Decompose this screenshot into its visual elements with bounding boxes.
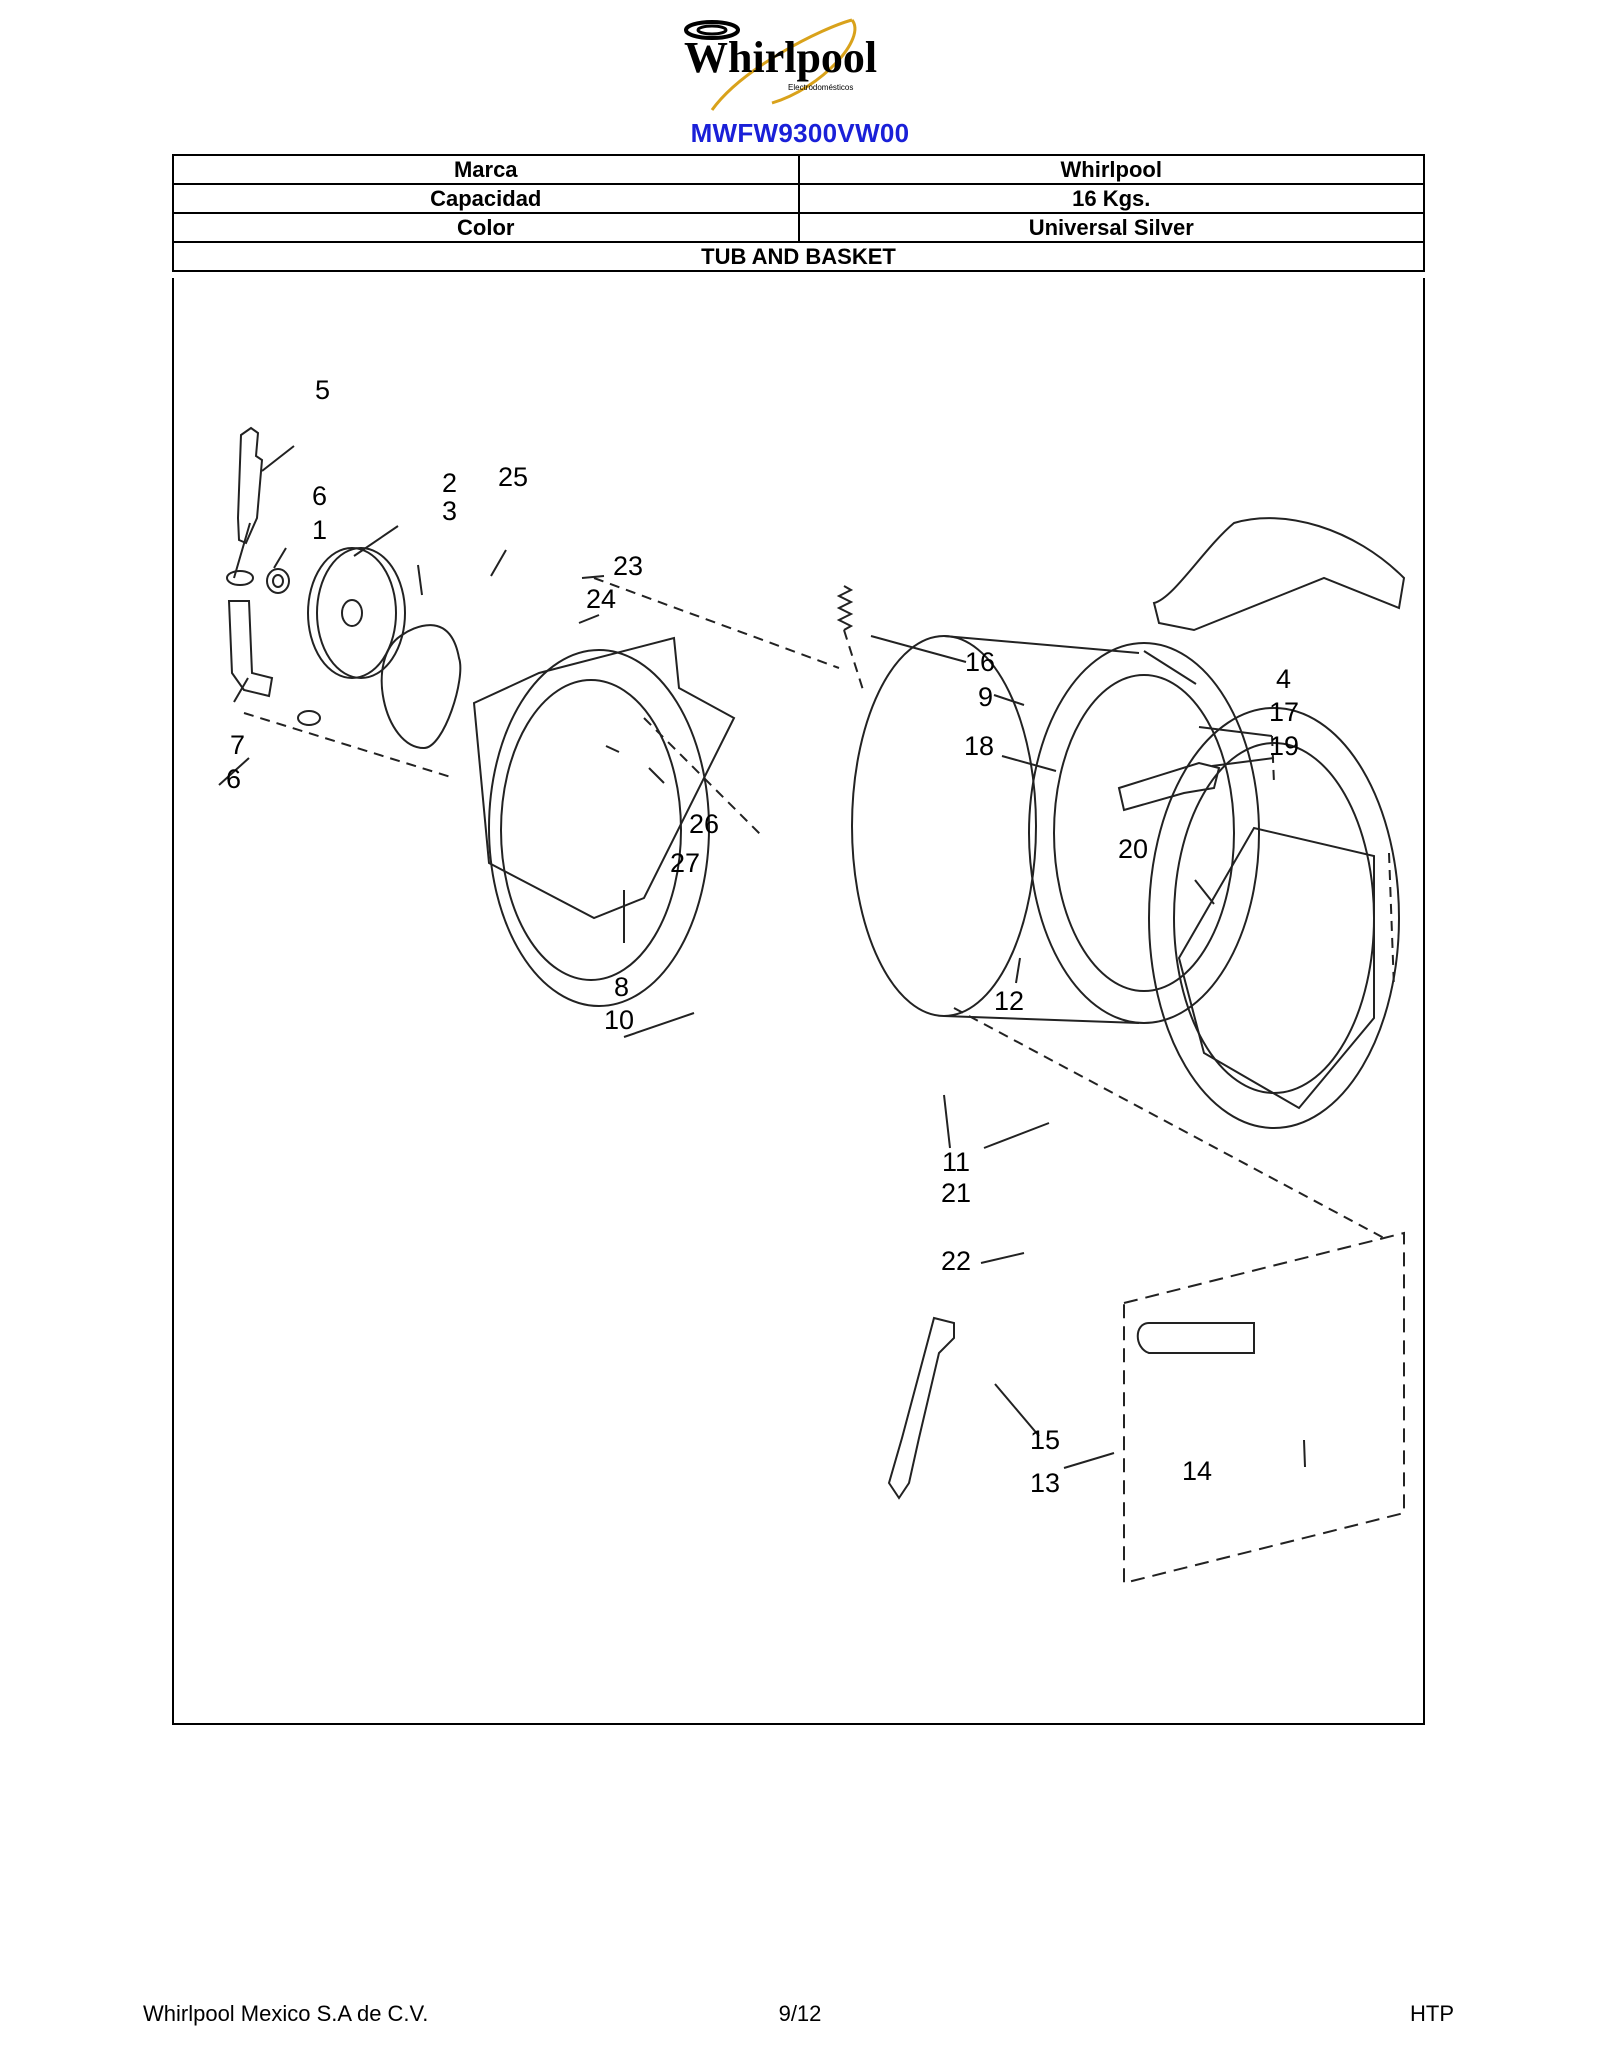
callout-12: 12 (994, 986, 1024, 1016)
callout-25: 25 (498, 462, 528, 492)
spec-value: Universal Silver (797, 212, 1425, 243)
callout-10: 10 (604, 1005, 634, 1035)
table-row: Capacidad 16 Kgs. (172, 183, 1425, 214)
spec-value: 16 Kgs. (797, 183, 1425, 214)
callout-19: 19 (1269, 731, 1299, 761)
callout-3: 3 (442, 496, 457, 526)
whirlpool-logo: Whirlpool Electrodomésticos (684, 18, 877, 111)
page-number: 9/12 (778, 2001, 822, 2026)
svg-text:Whirlpool: Whirlpool (684, 33, 877, 82)
callout-2: 2 (442, 468, 457, 498)
callout-labels: 5 6 1 2 3 25 23 24 16 9 18 4 17 19 7 6 2… (226, 375, 1299, 1498)
callout-5: 5 (315, 375, 330, 405)
table-row: Marca Whirlpool (172, 154, 1425, 185)
callout-27: 27 (670, 848, 700, 878)
callout-14: 14 (1182, 1456, 1212, 1486)
spec-table: Marca Whirlpool Capacidad 16 Kgs. Color … (172, 154, 1425, 272)
callout-4: 4 (1276, 664, 1291, 694)
callout-13: 13 (1030, 1468, 1060, 1498)
callout-26: 26 (689, 809, 719, 839)
callout-23: 23 (613, 551, 643, 581)
callout-7: 7 (230, 730, 245, 760)
table-row: Color Universal Silver (172, 212, 1425, 243)
svg-text:Electrodomésticos: Electrodomésticos (788, 83, 853, 92)
callout-6b: 6 (226, 764, 241, 794)
callout-1: 1 (312, 515, 327, 545)
callout-21: 21 (941, 1178, 971, 1208)
callout-16: 16 (965, 647, 995, 677)
callout-6: 6 (312, 481, 327, 511)
diagram-drawing: 5 6 1 2 3 25 23 24 16 9 18 4 17 19 7 6 2… (218, 375, 1406, 1585)
callout-15: 15 (1030, 1425, 1060, 1455)
section-title: TUB AND BASKET (172, 241, 1425, 272)
spec-label: Capacidad (172, 183, 800, 214)
callout-11: 11 (942, 1147, 970, 1177)
exploded-parts-diagram: 5 6 1 2 3 25 23 24 16 9 18 4 17 19 7 6 2… (172, 278, 1425, 1725)
footer-company: Whirlpool Mexico S.A de C.V. (143, 2001, 429, 2026)
footer-code: HTP (1410, 2001, 1454, 2026)
spec-value: Whirlpool (797, 154, 1425, 185)
callout-8: 8 (614, 972, 629, 1002)
callout-24: 24 (586, 584, 616, 614)
callout-9: 9 (978, 682, 993, 712)
callout-18: 18 (964, 731, 994, 761)
table-row: TUB AND BASKET (172, 241, 1425, 272)
spec-label: Color (172, 212, 800, 243)
callout-17: 17 (1269, 697, 1299, 727)
spec-label: Marca (172, 154, 800, 185)
callout-20: 20 (1118, 834, 1148, 864)
model-title: MWFW9300VW00 (690, 118, 910, 148)
callout-22: 22 (941, 1246, 971, 1276)
